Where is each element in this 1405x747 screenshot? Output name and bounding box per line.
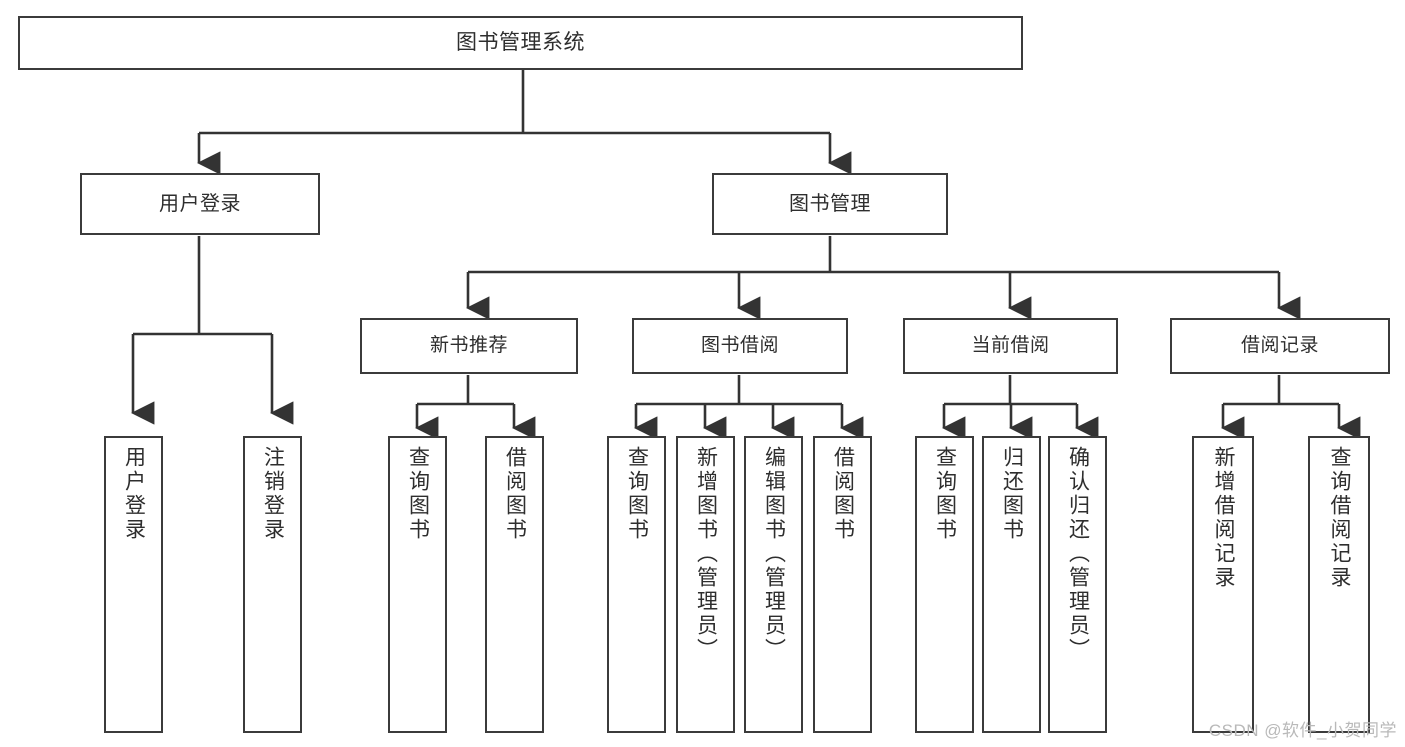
node-label: 借阅记录 [1240, 335, 1319, 357]
leaf-edit-book-admin[interactable]: 编辑图书（管理员） [744, 436, 803, 733]
leaf-add-book-admin[interactable]: 新增图书（管理员） [676, 436, 735, 733]
node-label: 编辑图书（管理员） [762, 446, 786, 662]
leaf-confirm-return-admin[interactable]: 确认归还（管理员） [1048, 436, 1107, 733]
node-borrow-record[interactable]: 借阅记录 [1170, 318, 1390, 374]
leaf-borrow-book[interactable]: 借阅图书 [813, 436, 872, 733]
node-label: 当前借阅 [971, 335, 1050, 357]
node-label: 查询图书 [406, 446, 430, 542]
leaf-logout[interactable]: 注销登录 [243, 436, 302, 733]
node-label: 用户登录 [159, 192, 241, 215]
leaf-query-borrow-record[interactable]: 查询借阅记录 [1308, 436, 1370, 733]
node-label: 查询图书 [625, 446, 649, 542]
node-label: 新增图书（管理员） [694, 446, 718, 662]
leaf-query-book-borrow[interactable]: 查询图书 [607, 436, 666, 733]
node-label: 用户登录 [122, 446, 146, 542]
leaf-query-book-current[interactable]: 查询图书 [915, 436, 974, 733]
node-label: 查询借阅记录 [1328, 446, 1352, 590]
leaf-borrow-book-recommend[interactable]: 借阅图书 [485, 436, 544, 733]
node-label: 归还图书 [1000, 446, 1024, 542]
leaf-add-borrow-record[interactable]: 新增借阅记录 [1192, 436, 1254, 733]
node-label: 图书管理 [789, 192, 871, 215]
leaf-return-book[interactable]: 归还图书 [982, 436, 1041, 733]
node-label: 确认归还（管理员） [1066, 446, 1090, 662]
node-label: 借阅图书 [831, 446, 855, 542]
node-label: 图书管理系统 [456, 30, 585, 54]
node-new-book-recommend[interactable]: 新书推荐 [360, 318, 578, 374]
leaf-user-login[interactable]: 用户登录 [104, 436, 163, 733]
node-book-borrow[interactable]: 图书借阅 [632, 318, 848, 374]
node-current-borrow[interactable]: 当前借阅 [903, 318, 1118, 374]
node-label: 新书推荐 [429, 335, 508, 357]
node-label: 查询图书 [933, 446, 957, 542]
node-label: 借阅图书 [503, 446, 527, 542]
node-book-management[interactable]: 图书管理 [712, 173, 948, 235]
node-label: 图书借阅 [700, 335, 779, 357]
node-user-login[interactable]: 用户登录 [80, 173, 320, 235]
node-root-library-system[interactable]: 图书管理系统 [18, 16, 1023, 70]
watermark: CSDN @软件_小贺同学 [1208, 721, 1397, 740]
node-label: 注销登录 [261, 446, 285, 542]
leaf-query-book-recommend[interactable]: 查询图书 [388, 436, 447, 733]
node-label: 新增借阅记录 [1212, 446, 1236, 590]
